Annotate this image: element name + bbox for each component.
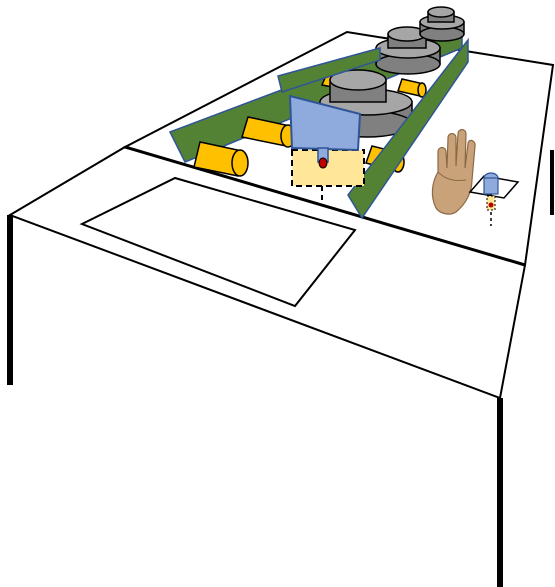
- roller: [193, 141, 249, 177]
- hand-icon: [431, 128, 476, 215]
- conveyor-rail-mid: [277, 47, 381, 93]
- red-marker: [318, 157, 328, 169]
- table-edge-line: [124, 145, 526, 267]
- stacked-cylinder: [419, 6, 465, 42]
- stacked-cylinders: [319, 6, 465, 138]
- blue-shield: [288, 94, 362, 169]
- probe-icon: [468, 172, 520, 226]
- roller: [397, 78, 427, 98]
- stacked-cylinder: [375, 26, 441, 75]
- work-area-outline: [79, 176, 357, 308]
- conveyor-rail-front: [347, 37, 469, 220]
